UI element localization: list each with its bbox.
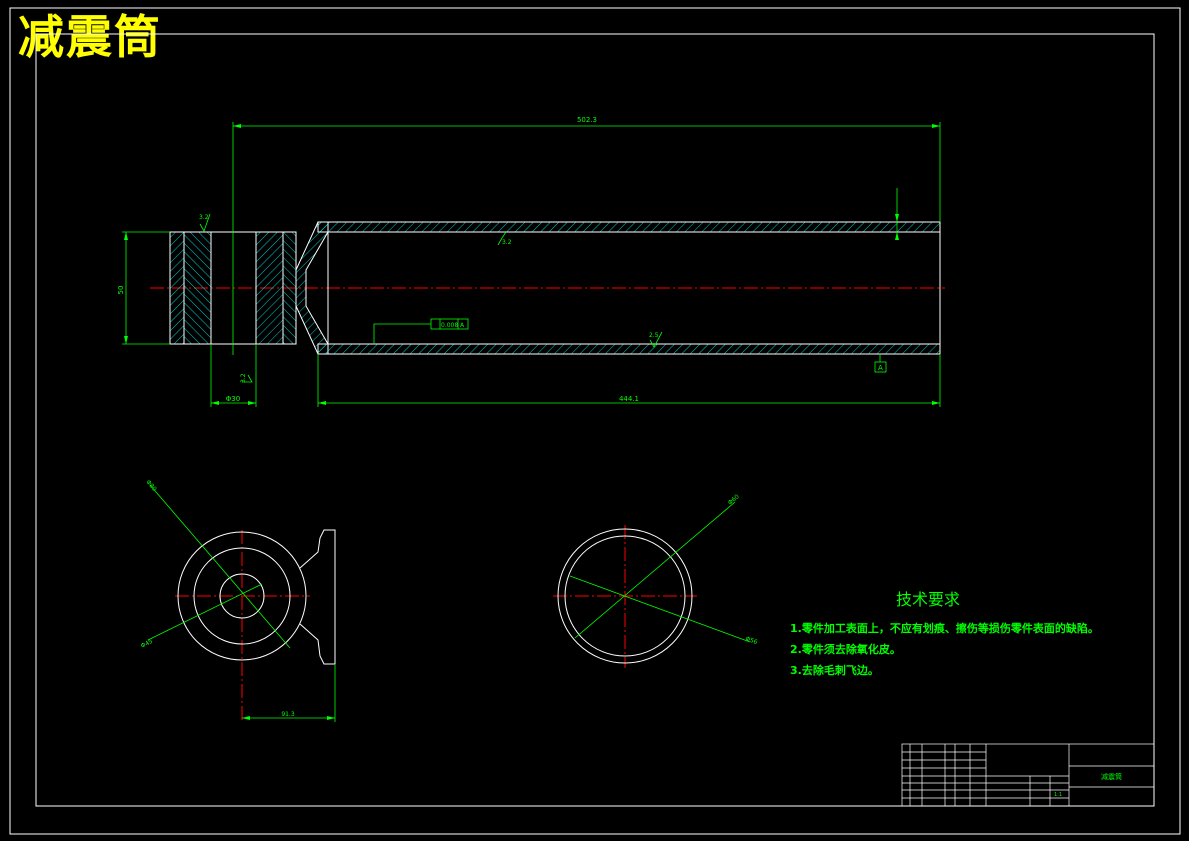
section-view: 502.3 444.1 50 Φ30 3.2 3.2 3.2 2.5: [117, 116, 945, 407]
end-view-left: Φ80 Φ45 91.3: [140, 479, 336, 722]
title-block: [901, 743, 1155, 807]
right-circle-dim-top: Φ60: [727, 493, 741, 506]
flatness-label: 0.008: [441, 322, 458, 329]
drawing-title: 减震筒: [18, 10, 162, 64]
outer-border: [9, 7, 1181, 835]
tech-item-3: 3.去除毛刺飞边。: [790, 664, 879, 677]
roughness-top-label: 3.2: [199, 214, 209, 221]
end-view-right: Φ60 Φ56: [553, 493, 758, 668]
title-block-part-name: 减震筒: [1101, 772, 1122, 781]
inner-border: [35, 33, 1155, 807]
tech-item-2: 2.零件须去除氧化皮。: [790, 643, 901, 656]
tech-heading: 技术要求: [896, 590, 961, 609]
left-circle-dim-bottom: Φ45: [140, 638, 154, 650]
tube-length-label: 444.1: [619, 395, 639, 403]
eye-diameter-label: 50: [117, 286, 125, 295]
datum-a-label: A: [878, 364, 883, 372]
overall-length-label: 502.3: [577, 116, 597, 124]
side-offset-label: 91.3: [281, 711, 295, 718]
tech-item-1: 1.零件加工表面上，不应有划痕、擦伤等损伤零件表面的缺陷。: [790, 622, 1099, 635]
right-circle-dim-bottom: Φ56: [744, 635, 758, 646]
left-circle-dim-top: Φ80: [144, 479, 157, 493]
roughness-inner-label: 3.2: [502, 239, 512, 246]
title-block-scale: 1:1: [1054, 792, 1062, 798]
roughness-bottom-label: 3.2: [240, 373, 247, 383]
eye-width-label: Φ30: [226, 395, 240, 403]
flatness-datum-label: A: [460, 322, 465, 329]
roughness-lower-label: 2.5: [649, 332, 659, 339]
